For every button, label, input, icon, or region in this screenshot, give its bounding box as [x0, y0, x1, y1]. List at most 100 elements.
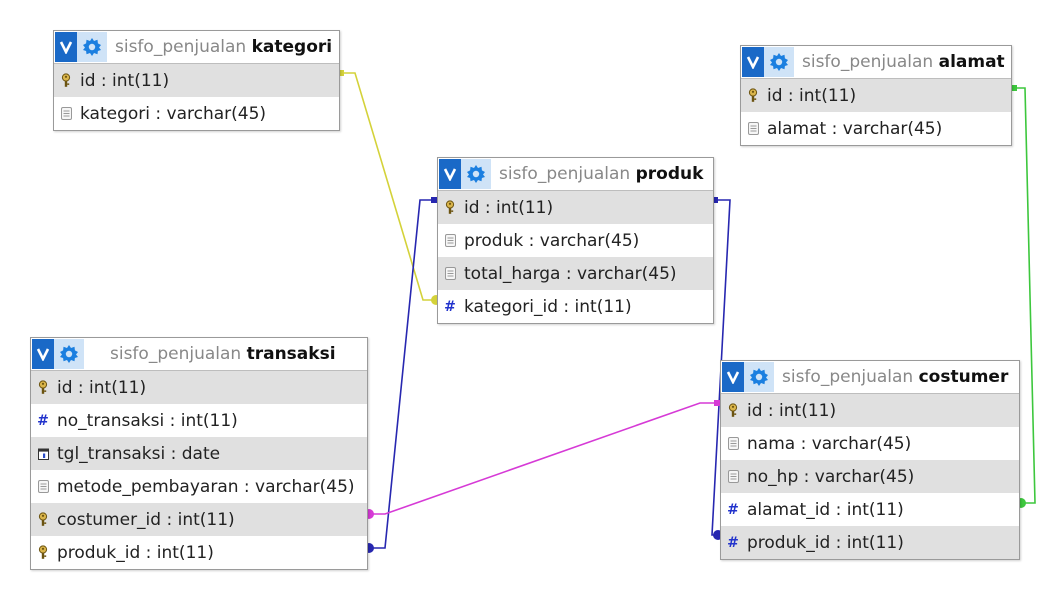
column-row[interactable]: nama : varchar(45): [721, 427, 1019, 460]
gear-icon[interactable]: [744, 362, 774, 392]
column-row[interactable]: kategori : varchar(45): [54, 97, 339, 130]
text-field-icon: [746, 121, 760, 137]
table-title: sisfo_penjualan transaksi: [110, 344, 336, 364]
key-icon: [746, 88, 760, 104]
column-label: produk : varchar(45): [464, 230, 640, 251]
text-field-icon: [443, 266, 457, 282]
table-header[interactable]: sisfo_penjualan costumer: [721, 361, 1019, 394]
database-name: sisfo_penjualan: [499, 164, 631, 184]
column-label: total_harga : varchar(45): [464, 263, 677, 284]
table-title: sisfo_penjualan kategori: [115, 37, 332, 57]
gear-icon[interactable]: [764, 47, 794, 77]
v-toggle-icon[interactable]: [439, 159, 461, 189]
column-label: metode_pembayaran : varchar(45): [57, 476, 355, 497]
column-list: id : int(11) kategori : varchar(45): [54, 64, 339, 130]
column-label: id : int(11): [747, 400, 837, 421]
gear-icon[interactable]: [77, 32, 107, 62]
relation-costumer-produk-line-end-square: [712, 197, 718, 203]
text-field-icon: [59, 106, 73, 122]
column-row[interactable]: # produk_id : int(11): [721, 526, 1019, 559]
database-name: sisfo_penjualan: [115, 37, 247, 57]
column-row[interactable]: # no_transaksi : int(11): [31, 404, 367, 437]
calendar-icon: [36, 446, 50, 462]
column-row[interactable]: costumer_id : int(11): [31, 503, 367, 536]
column-row[interactable]: alamat : varchar(45): [741, 112, 1011, 145]
gear-icon[interactable]: [54, 339, 84, 369]
relation-transaksi-costumer-line: [367, 402, 720, 515]
database-name: sisfo_penjualan: [802, 52, 934, 72]
key-icon: [36, 512, 50, 528]
column-label: kategori : varchar(45): [80, 103, 267, 124]
hash-icon: #: [444, 298, 456, 315]
v-toggle-icon[interactable]: [722, 362, 744, 392]
column-row[interactable]: #alamat_id : int(11): [721, 493, 1019, 526]
hash-icon: #: [37, 412, 49, 429]
table-title: sisfo_penjualan alamat: [802, 52, 1005, 72]
text-field-icon: [36, 479, 50, 495]
relation-transaksi-produk-line-end-square: [431, 197, 437, 203]
key-icon: [36, 380, 50, 396]
column-list: id : int(11) # no_transaksi : int(11) tgl_t…: [31, 371, 367, 569]
column-list: id : int(11) produk : varchar(45) total_ha…: [438, 191, 713, 323]
table-costumer[interactable]: sisfo_penjualan costumer id : int(11) nam…: [720, 360, 1020, 560]
key-icon: [59, 73, 73, 89]
table-title: sisfo_penjualan costumer: [782, 367, 1008, 387]
table-alamat[interactable]: sisfo_penjualan alamat id : int(11) alama…: [740, 45, 1012, 146]
table-header[interactable]: sisfo_penjualan transaksi: [31, 338, 367, 371]
table-name: alamat: [938, 52, 1005, 72]
key-icon: [726, 403, 740, 419]
table-header[interactable]: sisfo_penjualan alamat: [741, 46, 1011, 79]
text-field-icon: [726, 469, 740, 485]
table-name: costumer: [918, 367, 1009, 387]
column-row[interactable]: produk_id : int(11): [31, 536, 367, 569]
relation-alamat-line-end-square: [1011, 85, 1017, 91]
relation-transaksi-costumer-line-end-square: [714, 400, 720, 406]
relation-kategori-line: [338, 72, 437, 301]
column-list: id : int(11) alamat : varchar(45): [741, 79, 1011, 145]
table-transaksi[interactable]: sisfo_penjualan transaksi id : int(11) # n…: [30, 337, 368, 570]
column-label: no_hp : varchar(45): [747, 466, 915, 487]
text-field-icon: [726, 436, 740, 452]
table-kategori[interactable]: sisfo_penjualan kategori id : int(11) kat…: [53, 30, 340, 131]
column-label: alamat_id : int(11): [747, 499, 904, 520]
column-label: costumer_id : int(11): [57, 509, 235, 530]
hash-icon: #: [727, 534, 739, 551]
table-title: sisfo_penjualan produk: [499, 164, 703, 184]
column-label: produk_id : int(11): [747, 532, 904, 553]
v-toggle-icon[interactable]: [55, 32, 77, 62]
table-name: kategori: [251, 37, 333, 57]
relation-alamat-line: [1011, 87, 1036, 504]
column-row[interactable]: metode_pembayaran : varchar(45): [31, 470, 367, 503]
text-field-icon: [443, 233, 457, 249]
relation-kategori-line-end-square: [338, 70, 344, 76]
column-row[interactable]: total_harga : varchar(45): [438, 257, 713, 290]
v-toggle-icon[interactable]: [742, 47, 764, 77]
column-row[interactable]: id : int(11): [741, 79, 1011, 112]
column-label: tgl_transaksi : date: [57, 443, 221, 464]
column-row[interactable]: tgl_transaksi : date: [31, 437, 367, 470]
column-label: id : int(11): [57, 377, 147, 398]
column-row[interactable]: id : int(11): [54, 64, 339, 97]
database-name: sisfo_penjualan: [110, 344, 242, 364]
column-row[interactable]: id : int(11): [31, 371, 367, 404]
column-row[interactable]: # kategori_id : int(11): [438, 290, 713, 323]
column-label: alamat : varchar(45): [767, 118, 943, 139]
table-header[interactable]: sisfo_penjualan produk: [438, 158, 713, 191]
column-row[interactable]: id : int(11): [721, 394, 1019, 427]
column-label: kategori_id : int(11): [464, 296, 632, 317]
gear-icon[interactable]: [461, 159, 491, 189]
table-produk[interactable]: sisfo_penjualan produk id : int(11) produ…: [437, 157, 714, 324]
column-label: id : int(11): [464, 197, 554, 218]
column-row[interactable]: id : int(11): [438, 191, 713, 224]
column-row[interactable]: produk : varchar(45): [438, 224, 713, 257]
table-header[interactable]: sisfo_penjualan kategori: [54, 31, 339, 64]
relation-transaksi-produk-line: [367, 199, 437, 549]
table-name: produk: [635, 164, 704, 184]
table-name: transaksi: [246, 344, 336, 364]
column-label: no_transaksi : int(11): [57, 410, 238, 431]
column-row[interactable]: no_hp : varchar(45): [721, 460, 1019, 493]
key-icon: [36, 545, 50, 561]
column-label: produk_id : int(11): [57, 542, 214, 563]
column-list: id : int(11) nama : varchar(45) no_hp : va…: [721, 394, 1019, 559]
v-toggle-icon[interactable]: [32, 339, 54, 369]
